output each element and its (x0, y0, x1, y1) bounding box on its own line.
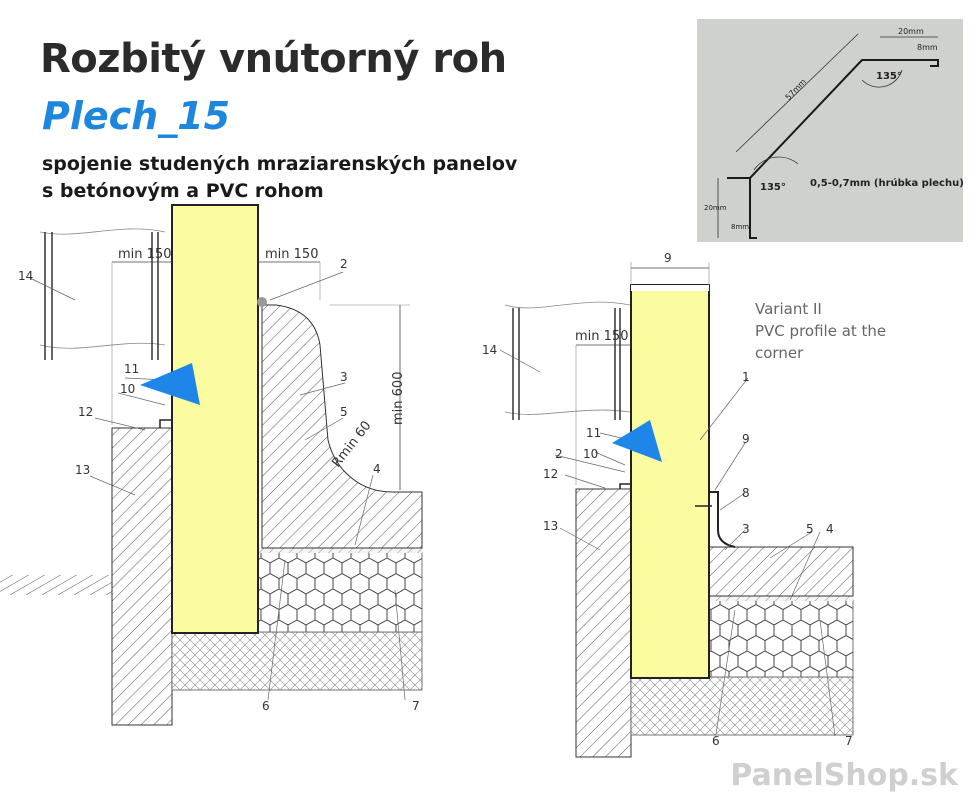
inset-background (697, 19, 963, 242)
variant-line-2: PVC profile at the (755, 322, 887, 340)
outer-wall-right (575, 488, 632, 758)
page-title: Rozbitý vnútorný roh (40, 36, 507, 82)
right-label-13: 13 (543, 519, 558, 533)
inset-angle-top: 135° (876, 71, 902, 82)
right-label-2: 2 (555, 447, 563, 461)
right-dim-min150: min 150 (575, 329, 628, 344)
left-dim-min600: min 600 (391, 372, 406, 425)
right-label-8: 8 (742, 486, 750, 500)
left-label-11: 11 (124, 362, 139, 376)
ground (0, 575, 112, 595)
right-label-1: 1 (742, 370, 750, 384)
description-line-2: s betónovým a PVC rohom (42, 180, 324, 202)
left-label-13: 13 (75, 463, 90, 477)
inset-angle-bottom: 135° (760, 182, 786, 193)
panel-left (171, 204, 259, 634)
left-label-6: 6 (262, 699, 270, 713)
pointer-arrow-right (612, 420, 662, 462)
pvc-profile (709, 491, 736, 548)
left-label-10: 10 (120, 382, 135, 396)
left-label-5: 5 (340, 405, 348, 419)
variant-caption: Variant II PVC profile at the corner (755, 298, 895, 364)
left-label-12: 12 (78, 405, 93, 419)
variant-line-3: corner (755, 344, 804, 362)
right-label-5: 5 (806, 522, 814, 536)
inset-dim-top-small: 8mm (917, 43, 938, 52)
left-dim-min150-a: min 150 (118, 247, 171, 262)
left-drawing: min 150 min 150 min 600 Rmin 60 14 2 11 … (0, 204, 423, 726)
left-label-4: 4 (373, 462, 381, 476)
outer-wall-left (111, 427, 173, 726)
inset-thickness-note: 0,5-0,7mm (hrúbka plechu) (810, 177, 964, 189)
inset-dim-left: 20mm (704, 204, 727, 212)
pointer-arrow-left (140, 363, 200, 405)
base-layer-right (630, 676, 854, 736)
right-drawing: 9 min 150 14 1 11 9 2 10 12 8 3 5 (482, 251, 854, 758)
right-dim-9: 9 (664, 251, 672, 265)
profile-inset: 20mm 8mm 135° 57mm 135° 20mm 8mm 0,5-0,7… (697, 19, 964, 242)
variant-line-1: Variant II (755, 300, 822, 318)
right-label-14: 14 (482, 343, 497, 357)
right-label-10: 10 (583, 447, 598, 461)
left-radius-label: Rmin 60 (329, 418, 374, 470)
base-layer-left (171, 631, 423, 691)
right-label-3: 3 (742, 522, 750, 536)
concrete-corner-left (261, 304, 423, 549)
sheet-profile (727, 59, 939, 239)
page-subtitle: Plech_15 (42, 94, 231, 138)
left-label-14: 14 (18, 269, 33, 283)
left-label-2: 2 (340, 257, 348, 271)
description-line-1: spojenie studených mraziarenských panelo… (42, 153, 518, 175)
right-label-7: 7 (845, 734, 853, 748)
concrete-slab-right (708, 546, 854, 597)
inset-dim-left-small: 8mm (731, 223, 749, 231)
right-label-6: 6 (712, 734, 720, 748)
left-label-7: 7 (412, 699, 420, 713)
right-label-11: 11 (586, 426, 601, 440)
panel-right (630, 284, 710, 679)
right-label-9: 9 (742, 432, 750, 446)
left-dim-min150-b: min 150 (265, 247, 318, 262)
right-label-4: 4 (826, 522, 834, 536)
brand-watermark: PanelShop.sk (730, 758, 958, 793)
inset-dim-top: 20mm (898, 27, 924, 36)
left-label-3: 3 (340, 370, 348, 384)
right-label-12: 12 (543, 467, 558, 481)
